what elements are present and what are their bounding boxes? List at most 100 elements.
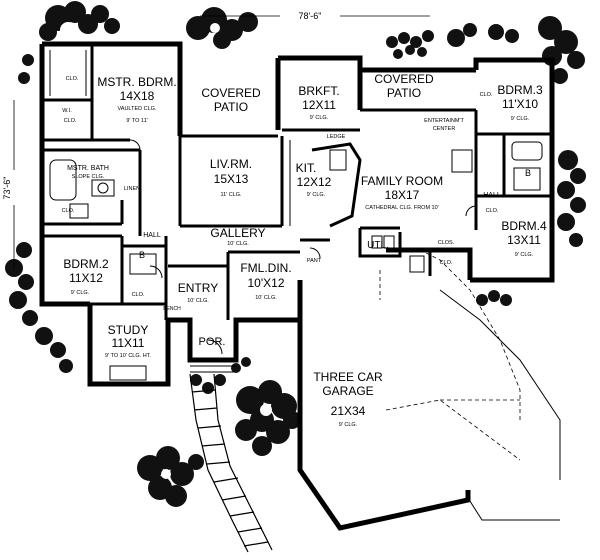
- master-bedroom-name: MSTR. BDRM.: [97, 75, 176, 89]
- gallery-ceiling: 10' CLG.: [227, 241, 249, 247]
- covered-patio-left-name-2: PATIO: [214, 100, 248, 114]
- study-name: STUDY: [108, 323, 149, 337]
- closet-labels: CLO. CLO. CLO. CLO. CLO. CLO. CLOS. B B: [62, 76, 531, 298]
- entertainment-center-line-2: CENTER: [433, 126, 456, 132]
- fixtures: [49, 50, 543, 381]
- bedroom-3-size: 11'X10: [502, 97, 538, 111]
- garage-ceiling: 9' CLG.: [339, 422, 358, 428]
- dimension-width-label: 78'-6": [299, 11, 322, 21]
- pantry: PANT: [307, 258, 322, 264]
- room-family-room: FAMILY ROOM 18X17 CATHEDRAL CLG. FROM 10…: [361, 174, 443, 211]
- closet-label: CLO.: [62, 208, 75, 214]
- family-room-size: 18X17: [385, 188, 420, 202]
- room-master-bedroom: MSTR. BDRM. 14X18 VAULTED CLG. 9' TO 11': [97, 75, 176, 124]
- bedroom-2-name: BDRM.2: [63, 257, 109, 271]
- walk-in-closet-label-1: W.I.: [62, 108, 72, 114]
- room-covered-patio-right: COVERED PATIO: [374, 72, 434, 100]
- room-breakfast: BRKFT. 12X11 9' CLG. LEDGE: [298, 84, 345, 140]
- room-formal-dining: FML.DIN. 10'X12 10' CLG.: [240, 261, 291, 301]
- garage-openings: [379, 249, 521, 461]
- master-bath-name: MSTR. BATH: [67, 165, 109, 172]
- kitchen-ceiling: 9' CLG.: [307, 192, 326, 198]
- tree-top-center: [186, 7, 258, 49]
- study-ceiling: 9' TO 10' CLG. HT.: [105, 353, 151, 359]
- master-bedroom-size: 14X18: [120, 89, 155, 103]
- entertainment-center-line-1: ENTERTAINM'T: [424, 118, 464, 124]
- bedroom-3-ceiling: 9' CLG.: [511, 116, 530, 122]
- kitchen-name: KIT.: [296, 161, 317, 175]
- garage: THREE CAR GARAGE 21X34 9' CLG.: [313, 370, 383, 428]
- living-room-size: 15X13: [214, 172, 249, 186]
- closet-label: CLO.: [440, 260, 453, 266]
- entertainment-center: ENTERTAINM'T CENTER: [424, 118, 464, 132]
- front-walkway: [189, 373, 273, 553]
- room-bedroom-2: BDRM.2 11X12 9' CLG.: [63, 257, 109, 296]
- interior-walls: [42, 44, 552, 320]
- formal-dining-ceiling: 10' CLG.: [255, 295, 277, 301]
- pantry-label: PANT: [307, 258, 322, 264]
- room-living-room: LIV.RM. 15X13 11' CLG.: [210, 157, 252, 198]
- tree-bottom-left: [137, 446, 204, 507]
- utility-room: UTL.: [367, 240, 389, 251]
- living-room-ceiling: 11' CLG.: [220, 192, 242, 198]
- closet-label: CLO.: [132, 292, 145, 298]
- covered-patio-left-name-1: COVERED: [201, 86, 261, 100]
- closet-label: CLO.: [480, 92, 493, 98]
- kitchen-size: 12X12: [297, 175, 332, 189]
- bedroom-3-name: BDRM.3: [497, 83, 543, 97]
- covered-patio-right-name-2: PATIO: [387, 86, 421, 100]
- bath-label: B: [139, 250, 145, 260]
- linen-label: LINEN: [124, 186, 140, 192]
- formal-dining-name: FML.DIN.: [240, 261, 291, 275]
- breakfast-size: 12X11: [302, 98, 336, 112]
- entry: ENTRY 10' CLG. BENCH: [163, 281, 218, 312]
- room-bedroom-3: BDRM.3 11'X10 9' CLG.: [497, 83, 543, 122]
- utility-label: UTL.: [367, 240, 389, 251]
- entry-name: ENTRY: [178, 281, 218, 295]
- master-bedroom-ceiling-2: 9' TO 11': [126, 118, 147, 124]
- master-bedroom-ceiling-1: VAULTED CLG.: [118, 106, 157, 112]
- gallery: GALLERY 10' CLG.: [210, 226, 265, 247]
- breakfast-name: BRKFT.: [298, 84, 339, 98]
- dimension-width: 78'-6": [200, 11, 430, 21]
- bench-label: BENCH: [163, 306, 181, 312]
- hall-left: HALL: [143, 232, 161, 239]
- shrubs-top-right: [386, 23, 519, 59]
- bedroom-4-name: BDRM.4: [501, 219, 547, 233]
- hall-left-label: HALL: [143, 232, 161, 239]
- room-kitchen: KIT. 12X12 9' CLG.: [296, 161, 332, 198]
- ledge-label: LEDGE: [327, 134, 346, 140]
- family-room-ceiling: CATHEDRAL CLG. FROM 10': [365, 205, 438, 211]
- room-study: STUDY 11X11 9' TO 10' CLG. HT.: [105, 323, 151, 359]
- porch-label: POR.: [199, 336, 226, 348]
- study-size: 11X11: [112, 336, 145, 350]
- bedroom-4-size: 13X11: [507, 233, 541, 247]
- walk-in-closet-label-2: CLO.: [64, 118, 77, 124]
- garage-size: 21X34: [331, 404, 366, 418]
- covered-patio-right-name-1: COVERED: [374, 72, 434, 86]
- formal-dining-size: 10'X12: [248, 276, 285, 290]
- garage-drive: [439, 289, 561, 521]
- gallery-name: GALLERY: [210, 226, 265, 240]
- hall-right-label: HALL: [483, 192, 501, 199]
- family-room-name: FAMILY ROOM: [361, 174, 443, 188]
- master-bath-ceiling: SLOPE CLG.: [72, 174, 105, 180]
- dimension-depth-label: 73'-6": [2, 177, 12, 200]
- closet-label: CLO.: [486, 208, 499, 214]
- tree-bottom-center: [235, 380, 301, 456]
- room-covered-patio-left: COVERED PATIO: [201, 86, 261, 114]
- room-bedroom-4: BDRM.4 13X11 9' CLG.: [501, 219, 547, 258]
- hall-right: HALL: [483, 192, 501, 199]
- dimension-depth: 73'-6": [2, 100, 15, 270]
- closet-label: CLO.: [66, 76, 79, 82]
- bath-label: B: [525, 168, 531, 178]
- garage-name-1: THREE CAR: [313, 370, 383, 384]
- bedroom-2-ceiling: 9' CLG.: [71, 290, 90, 296]
- tree-top-left: [39, 1, 120, 41]
- entry-ceiling: 10' CLG.: [187, 298, 209, 304]
- breakfast-ceiling: 9' CLG.: [310, 115, 329, 121]
- tree-right: [538, 16, 586, 247]
- closet-label: CLOS.: [438, 240, 455, 246]
- bedroom-2-size: 11X12: [69, 271, 103, 285]
